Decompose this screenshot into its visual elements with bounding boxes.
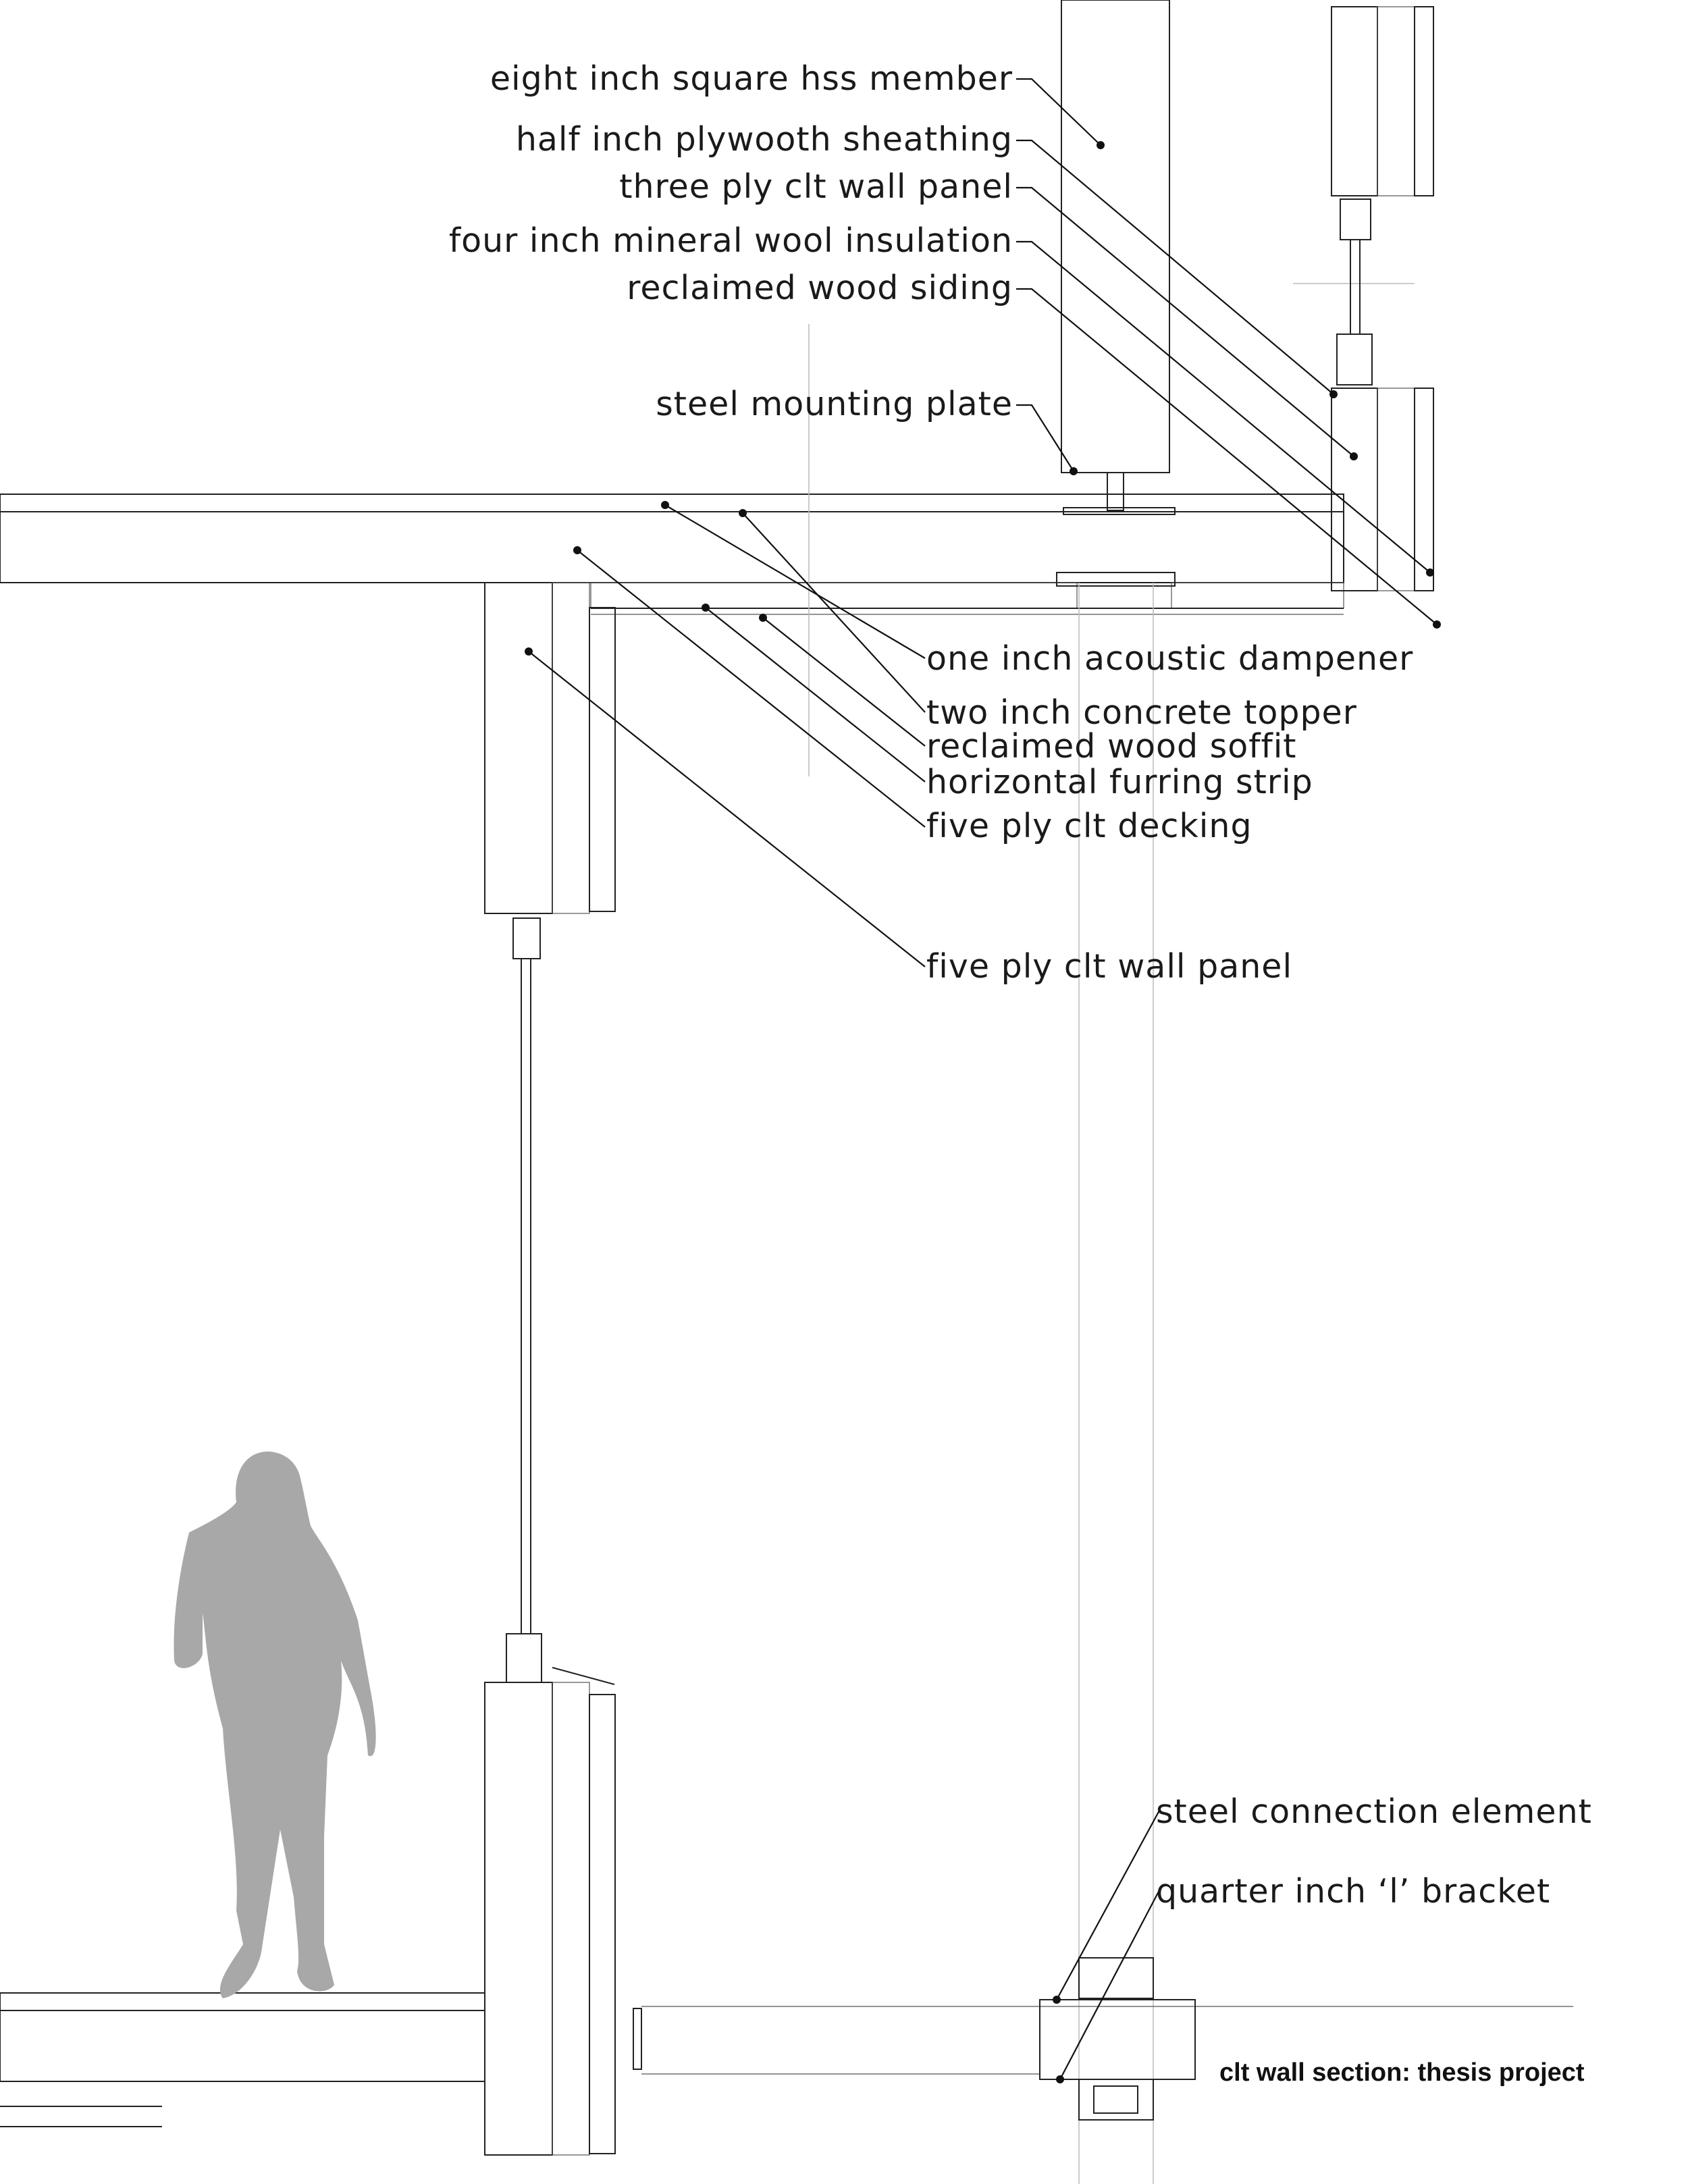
upper-floor-slab — [0, 494, 1344, 615]
callout-l-bracket: quarter inch ‘l’ bracket — [1156, 1872, 1550, 1911]
callout-concrete-topper: two inch concrete topper — [926, 693, 1357, 732]
callout-three-ply-clt: three ply clt wall panel — [619, 167, 1013, 206]
callout-acoustic-dampener: one inch acoustic dampener — [926, 639, 1413, 678]
callout-five-ply-wall: five ply clt wall panel — [926, 947, 1292, 986]
human-silhouette-icon — [174, 1451, 376, 1998]
callout-plywood-sheathing: half inch plywooth sheathing — [516, 120, 1013, 159]
lower-callouts: steel connection element quarter inch ‘l… — [1156, 1792, 1592, 1911]
leader-dots — [525, 141, 1441, 2083]
lower-floor-slab — [0, 1992, 1573, 2127]
left-wall-lower — [484, 1633, 616, 2156]
callout-steel-connection: steel connection element — [1156, 1792, 1592, 1831]
radiator — [0, 2106, 162, 2127]
hss-column — [1061, 0, 1176, 2184]
callout-mineral-wool: four inch mineral wool insulation — [449, 221, 1013, 260]
drawing-title: clt wall section: thesis project — [1219, 2058, 1585, 2087]
callout-hss-member: eight inch square hss member — [490, 59, 1013, 98]
callout-furring-strip: horizontal furring strip — [926, 763, 1313, 801]
upper-right-wall — [1331, 6, 1434, 591]
upper-callouts: eight inch square hss member half inch p… — [449, 59, 1013, 423]
middle-callouts: one inch acoustic dampener two inch conc… — [926, 639, 1413, 986]
callout-wood-siding: reclaimed wood siding — [627, 269, 1013, 307]
leader-lines — [528, 78, 1438, 2080]
steel-connection-detail — [1039, 1957, 1196, 2121]
callout-mounting-plate: steel mounting plate — [656, 385, 1013, 423]
left-wall-upper — [484, 582, 616, 1634]
callout-wood-soffit: reclaimed wood soffit — [926, 727, 1297, 766]
callout-clt-decking: five ply clt decking — [926, 807, 1252, 845]
